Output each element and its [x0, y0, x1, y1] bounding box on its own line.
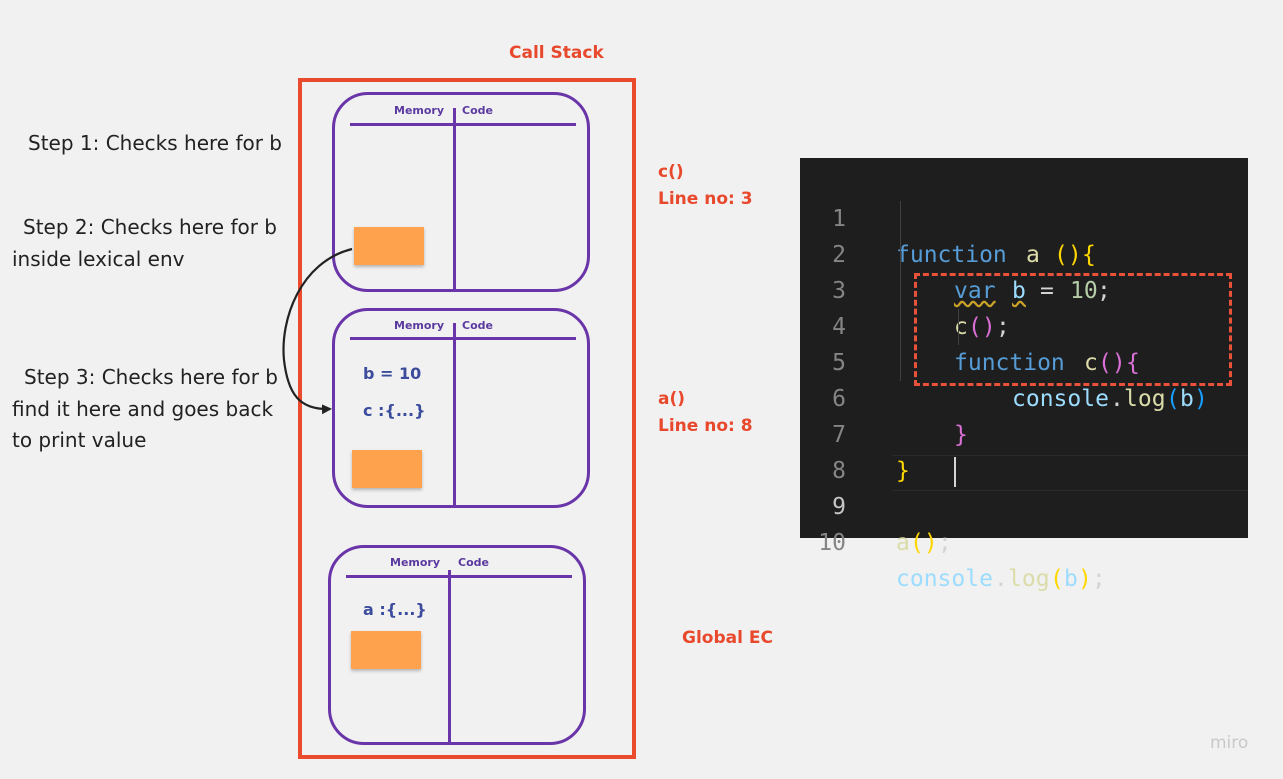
- code-header: Code: [462, 104, 493, 117]
- line-number: 6: [832, 386, 846, 412]
- indent-guide: [900, 201, 901, 381]
- line-number: 5: [832, 350, 846, 376]
- memory-header: Memory: [390, 556, 441, 569]
- indent-guide: [958, 309, 959, 345]
- code-line-9: 9 a();: [800, 453, 1248, 556]
- step1-text: Step 1: Checks here for b: [28, 131, 282, 155]
- memory-header: Memory: [394, 319, 445, 332]
- current-line-highlight: [892, 455, 1248, 491]
- column-divider: [448, 570, 451, 744]
- execution-context-global: Memory Code a :{...}: [328, 545, 586, 745]
- code-header: Code: [458, 556, 489, 569]
- memory-item-b: b = 10: [363, 364, 422, 383]
- line-number: 2: [832, 242, 846, 268]
- step3-text-line3: to print value: [12, 428, 147, 452]
- memory-item-a: a :{...}: [363, 600, 427, 619]
- step3-text-line2: find it here and goes back: [12, 397, 274, 421]
- ec-label-c-line: Line no: 3: [658, 189, 753, 209]
- execution-context-a: Memory Code b = 10 c :{...}: [332, 308, 590, 508]
- miro-watermark: miro: [1210, 733, 1249, 753]
- header-divider: [350, 123, 576, 126]
- execution-context-c: Memory Code: [332, 92, 590, 292]
- code-line-3: 3 c();: [800, 237, 1248, 340]
- line-number: 8: [832, 458, 846, 484]
- sticky-note: [351, 631, 421, 669]
- line-number: 1: [832, 206, 846, 232]
- memory-item-c: c :{...}: [363, 401, 426, 420]
- header-divider: [350, 337, 576, 340]
- column-divider: [453, 323, 456, 507]
- header-divider: [346, 575, 572, 578]
- code-line-7: 7 }: [800, 381, 1248, 484]
- call-stack-frame: [298, 78, 636, 759]
- line-number: 10: [818, 530, 846, 556]
- step2-text-line2: inside lexical env: [12, 247, 185, 271]
- ec-label-c-name: c(): [658, 162, 684, 182]
- ec-label-a-name: a(): [658, 389, 686, 409]
- line-number: 3: [832, 278, 846, 304]
- code-header: Code: [462, 319, 493, 332]
- memory-header: Memory: [394, 104, 445, 117]
- line-number: 7: [832, 422, 846, 448]
- step2-text-line1: Step 2: Checks here for b: [23, 215, 277, 239]
- line-number: 4: [832, 314, 846, 340]
- sticky-note: [354, 227, 424, 265]
- column-divider: [453, 108, 456, 290]
- inner-function-highlight: [914, 273, 1232, 386]
- call-stack-title: Call Stack: [509, 43, 604, 63]
- line-number: 9: [832, 494, 846, 520]
- code-line-8: 8: [800, 417, 1248, 484]
- ec-label-a-line: Line no: 8: [658, 416, 753, 436]
- step3-text-line1: Step 3: Checks here for b: [24, 365, 278, 389]
- sticky-note: [352, 450, 422, 488]
- ec-label-global: Global EC: [682, 628, 773, 648]
- code-line-10: 10 console.log(b);: [800, 489, 1248, 592]
- code-line-5: 5 console.log(b): [800, 309, 1248, 412]
- text-cursor: [954, 457, 956, 487]
- code-line-6: 6 }: [800, 345, 1248, 448]
